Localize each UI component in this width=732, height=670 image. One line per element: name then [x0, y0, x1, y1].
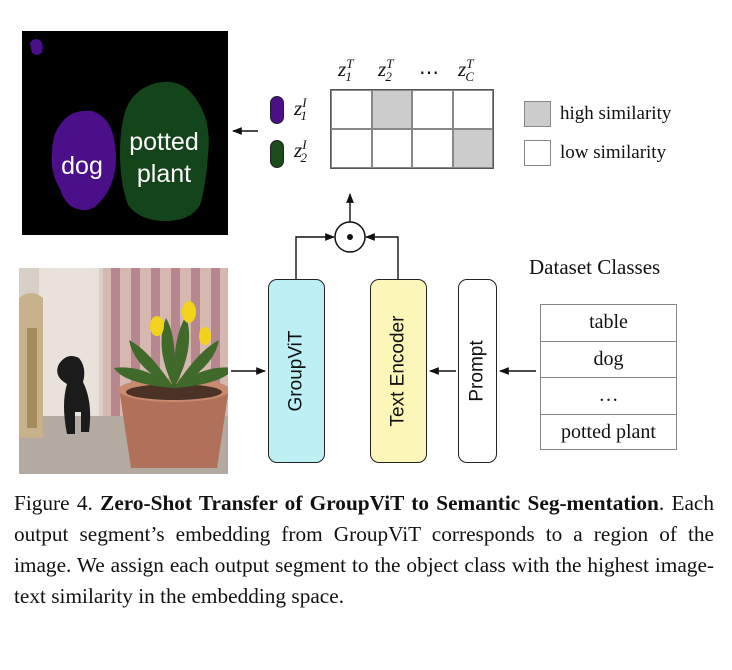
groupvit-block: GroupViT — [268, 279, 325, 463]
similarity-cell — [452, 90, 493, 129]
segment-plant-green — [120, 81, 209, 221]
caption-prefix: Figure 4. — [14, 491, 93, 515]
text-encoder-label: Text Encoder — [387, 315, 409, 427]
groupvit-label: GroupViT — [285, 330, 307, 412]
input-photo — [19, 268, 228, 474]
image-embedding-2-chip — [270, 140, 284, 168]
segmentation-output: dog potted plant — [22, 31, 228, 235]
image-embedding-2: zI2 — [294, 137, 308, 166]
legend-low-swatch — [524, 140, 551, 166]
similarity-matrix — [330, 89, 494, 169]
similarity-cell — [371, 129, 412, 168]
prompt-label: Prompt — [466, 340, 488, 402]
dog-segment-label: dog — [61, 152, 103, 180]
similarity-cell — [331, 129, 372, 168]
class-row: dog — [541, 342, 676, 378]
figure-caption: Figure 4. Zero-Shot Transfer of GroupViT… — [14, 488, 714, 612]
caption-bold-title: Zero-Shot Transfer of GroupViT to Semant… — [100, 491, 659, 515]
line-encoder-to-dot — [365, 233, 399, 279]
legend-low-label: low similarity — [560, 142, 667, 163]
segment-dog-purple — [51, 110, 116, 211]
text-encoder-block: Text Encoder — [370, 279, 427, 463]
class-row: potted plant — [561, 421, 656, 444]
text-embedding-ellipsis: ⋯ — [419, 62, 439, 84]
dot-product-center — [347, 234, 353, 240]
legend-high-label: high similarity — [560, 103, 672, 124]
class-row: … — [541, 378, 676, 415]
segment-masks — [30, 39, 209, 221]
caption-body: . Each output segment’s embedding from G… — [14, 491, 715, 608]
class-row: table — [541, 305, 676, 342]
plant-segment-label-2: plant — [136, 160, 192, 188]
text-embedding-c: zTC — [458, 56, 475, 85]
similarity-cell — [412, 90, 453, 129]
segment-small-purple — [30, 39, 43, 55]
legend-high-swatch — [524, 101, 551, 127]
prompt-block: Prompt — [458, 279, 497, 463]
dataset-classes-title: Dataset Classes — [529, 255, 661, 279]
text-embedding-2: zT2 — [378, 56, 394, 85]
line-groupvit-to-dot — [295, 233, 335, 279]
image-embedding-1-chip — [270, 96, 284, 124]
plant-segment-label-1: potted — [129, 128, 199, 156]
similarity-cell — [371, 90, 412, 129]
similarity-cell — [412, 129, 453, 168]
image-embedding-1: zI1 — [294, 95, 308, 124]
text-embedding-1: zT1 — [338, 56, 354, 85]
dog-and-plant-photo — [19, 268, 228, 474]
similarity-cell — [331, 90, 372, 129]
dataset-classes-table: table dog … potted plant — [540, 304, 677, 450]
similarity-cell — [452, 129, 493, 168]
